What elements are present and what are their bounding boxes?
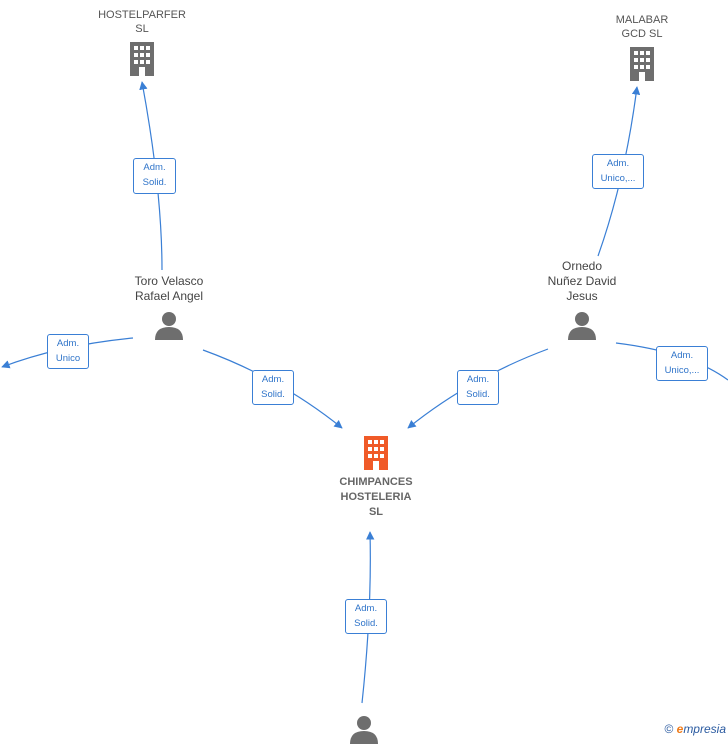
edge-label-ornedo-chimpances[interactable]: Adm. Solid. bbox=[457, 370, 499, 405]
company-node-malabar[interactable]: MALABAR GCD SL bbox=[590, 13, 694, 86]
edge-label-toro-hostelparfer[interactable]: Adm. Solid. bbox=[133, 158, 176, 194]
person-node-bottom[interactable] bbox=[349, 714, 379, 749]
person-label: Toro Velasco Rafael Angel bbox=[134, 274, 204, 303]
copyright-symbol: © bbox=[664, 722, 674, 736]
company-label: CHIMPANCES HOSTELERIA SL bbox=[339, 476, 413, 518]
brand-name: mpresia bbox=[683, 722, 726, 736]
edge-label-bottom-chimpances[interactable]: Adm. Solid. bbox=[345, 599, 387, 634]
company-label: HOSTELPARFER SL bbox=[98, 9, 186, 35]
edge-label-toro-left[interactable]: Adm. Unico bbox=[47, 334, 89, 369]
person-icon bbox=[568, 312, 596, 340]
person-node-ornedo-nunez[interactable]: Ornedo Nuñez David Jesus bbox=[522, 259, 642, 345]
edge-label-ornedo-right[interactable]: Adm. Unico,... bbox=[656, 346, 708, 381]
company-label: MALABAR GCD SL bbox=[615, 14, 669, 40]
edge-label-toro-chimpances[interactable]: Adm. Solid. bbox=[252, 370, 294, 405]
person-icon bbox=[155, 312, 183, 340]
empresia-logo: © empresia bbox=[664, 722, 726, 736]
building-icon bbox=[364, 436, 388, 470]
building-icon bbox=[130, 42, 154, 76]
company-node-chimpances[interactable]: CHIMPANCES HOSTELERIA SL bbox=[316, 436, 436, 520]
brand-initial: e bbox=[676, 722, 684, 736]
person-label: Ornedo Nuñez David Jesus bbox=[547, 259, 617, 303]
edge-label-ornedo-malabar[interactable]: Adm. Unico,... bbox=[592, 154, 644, 189]
person-node-toro-velasco[interactable]: Toro Velasco Rafael Angel bbox=[109, 274, 229, 345]
company-node-hostelparfer[interactable]: HOSTELPARFER SL bbox=[90, 8, 194, 81]
building-icon bbox=[630, 47, 654, 81]
